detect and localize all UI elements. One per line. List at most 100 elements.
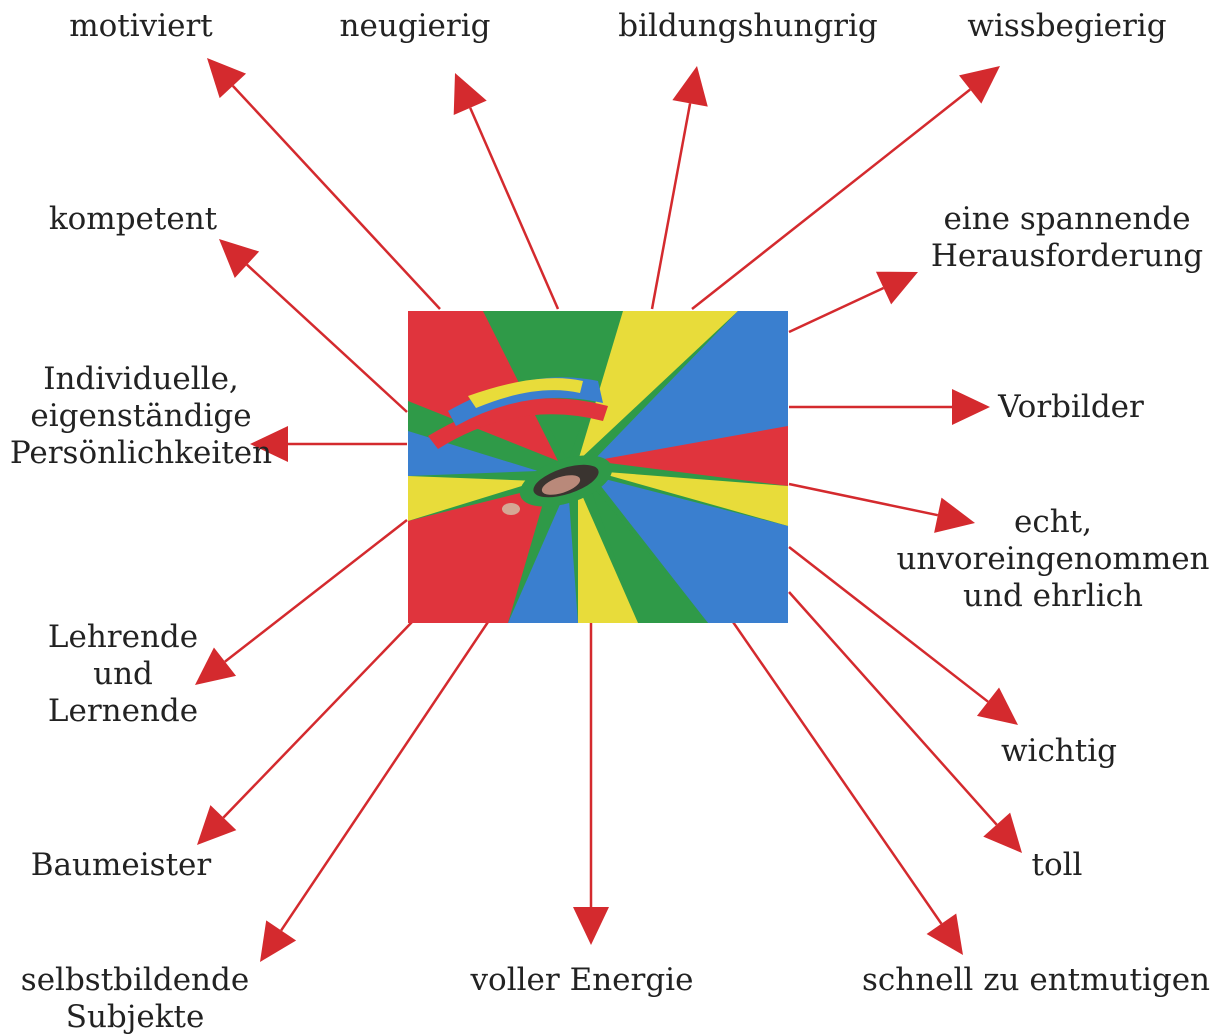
label-line: Lehrende — [47, 619, 199, 655]
arrow-shaft — [231, 84, 441, 310]
label-line: neugierig — [339, 8, 491, 44]
arrow-wissbegierig — [691, 66, 1000, 310]
label-line: Individuelle, — [43, 361, 239, 397]
arrow-shaft — [224, 519, 408, 663]
arrow-head — [926, 913, 963, 955]
label-line: und ehrlich — [963, 578, 1143, 614]
arrow-head — [250, 426, 288, 462]
arrow-head — [976, 687, 1018, 725]
label-line: und — [93, 656, 153, 692]
label-neugierig: neugierig — [335, 8, 495, 45]
label-energie: voller Energie — [454, 962, 710, 999]
arrow-shaft — [691, 88, 971, 310]
arrow-energie — [573, 622, 609, 945]
arrow-shaft — [246, 263, 408, 413]
parachute-panel-blue-lowright — [593, 476, 788, 623]
label-line: Persönlichkeiten — [9, 435, 273, 471]
label-motiviert: motiviert — [66, 8, 216, 45]
label-line: Vorbilder — [998, 389, 1144, 425]
arrow-herausforderung — [788, 271, 918, 334]
arrow-head — [672, 66, 708, 107]
label-line: echt, — [1014, 504, 1092, 540]
parachute-panel-yellow-left — [408, 476, 538, 521]
arrow-persoenlichkeiten — [250, 426, 407, 462]
arrow-head — [197, 805, 237, 845]
label-line: motiviert — [69, 8, 213, 44]
arrow-shaft — [788, 286, 885, 334]
label-line: bildungshungrig — [618, 8, 878, 44]
parachute-ring-yellow — [468, 378, 583, 408]
face-peek — [541, 475, 581, 495]
arrow-shaft — [650, 103, 692, 310]
label-toll: toll — [1022, 847, 1092, 884]
arrow-shaft — [788, 591, 998, 826]
label-line: wichtig — [1001, 733, 1117, 769]
arrow-shaft — [469, 107, 560, 310]
label-bildungshungrig: bildungshungrig — [610, 8, 886, 45]
parachute-panel-yellow-right — [593, 471, 788, 526]
parachute-panel-yellow-top — [578, 311, 738, 461]
arrow-shaft — [731, 621, 943, 925]
arrow-echt — [788, 482, 975, 533]
label-line: unvoreingenommen — [896, 541, 1210, 577]
label-line: kompetent — [48, 201, 218, 237]
parachute-panel-red-bottomleft — [408, 486, 548, 623]
parachute-ring-red — [428, 398, 608, 449]
label-line: Herausforderung — [930, 238, 1204, 274]
parachute-panel-blue-right — [593, 311, 788, 461]
arrow-head — [260, 920, 297, 962]
arrow-shaft — [788, 546, 989, 703]
arrow-head — [952, 389, 990, 425]
label-line: Subjekte — [65, 999, 205, 1034]
arrow-subjekte — [260, 621, 490, 962]
label-line: voller Energie — [470, 962, 694, 998]
label-line: schnell zu entmutigen — [861, 962, 1211, 998]
parachute-panel-blue-bottom — [508, 486, 578, 623]
arrow-head — [983, 812, 1022, 853]
parachute-panel-yellow-bottom — [578, 486, 638, 623]
label-line: selbstbildende — [20, 962, 250, 998]
arrow-head — [195, 647, 237, 685]
arrow-wichtig — [788, 546, 1018, 725]
label-line: eigenständige — [30, 398, 252, 434]
label-vorbilder: Vorbilder — [988, 389, 1154, 426]
arrow-bildungshungrig — [650, 66, 708, 310]
label-line: toll — [1031, 847, 1083, 883]
arrow-entmutigen — [731, 621, 963, 955]
arrow-shaft — [788, 482, 939, 517]
arrow-head — [207, 58, 247, 99]
label-line: eine spannende — [943, 201, 1191, 237]
arrow-shaft — [280, 621, 490, 932]
arrow-head — [934, 497, 975, 533]
label-wissbegierig: wissbegierig — [960, 8, 1174, 45]
parachute-panel-red-topleft — [408, 311, 558, 461]
arrow-vorbilder — [789, 389, 990, 425]
parachute-photo — [408, 311, 788, 623]
arrow-motiviert — [207, 58, 441, 310]
hand-peek — [502, 503, 520, 515]
arrow-lehrende — [195, 519, 408, 685]
arrow-toll — [788, 591, 1022, 853]
arrow-head — [875, 271, 918, 305]
arrow-head — [453, 73, 487, 116]
label-line: wissbegierig — [967, 8, 1167, 44]
arrow-kompetent — [219, 239, 408, 413]
arrow-baumeister — [197, 621, 413, 845]
label-wichtig: wichtig — [989, 733, 1129, 770]
parachute-panel-red-right — [593, 426, 788, 486]
parachute-panel-green-bottomright — [588, 481, 708, 623]
label-entmutigen: schnell zu entmutigen — [856, 962, 1216, 999]
label-kompetent: kompetent — [40, 201, 226, 238]
label-line: Baumeister — [30, 847, 212, 883]
label-baumeister: Baumeister — [14, 847, 228, 884]
arrow-head — [959, 66, 1000, 104]
arrow-shaft — [222, 621, 413, 819]
arrow-head — [219, 239, 260, 278]
